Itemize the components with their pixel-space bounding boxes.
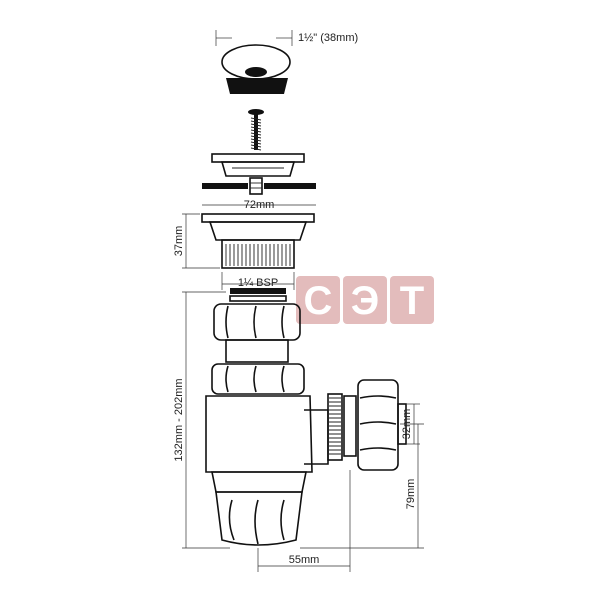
watermark-tile-1 <box>296 276 340 324</box>
plug-knob <box>245 67 267 77</box>
cap-rib-1 <box>228 499 235 541</box>
body-thread-lines <box>225 244 291 266</box>
plug-with-ring <box>221 44 291 94</box>
waste-body <box>201 213 315 269</box>
watermark-tile-3 <box>390 276 434 324</box>
label-thread: 1¼ BSP <box>238 277 278 289</box>
outlet-assembly <box>327 379 407 471</box>
label-top-diameter: 1½" (38mm) <box>298 32 358 44</box>
outlet-nut-rib-2 <box>359 421 397 425</box>
washer-2 <box>229 295 287 302</box>
watermark: С Э Т <box>296 276 434 324</box>
top-nut-rib-2 <box>253 305 257 339</box>
gasket-left <box>202 183 248 189</box>
screw-head <box>248 109 264 115</box>
dimension-lines <box>182 30 424 572</box>
body-cone <box>208 221 308 241</box>
bottle-main <box>205 395 313 473</box>
top-nut-rib-3 <box>281 305 285 339</box>
label-trap-height: 132mm - 202mm <box>173 378 185 461</box>
outlet-thread-lines <box>329 397 341 455</box>
cap-rib-3 <box>280 499 285 541</box>
bottle-lower <box>211 471 307 493</box>
outlet-boss <box>304 409 329 465</box>
dimension-labels: 1½" (38mm) 72mm 37mm 1¼ BSP 132mm - 202m… <box>173 32 417 566</box>
label-body-height: 37mm <box>173 226 185 257</box>
seal-washers <box>229 288 287 302</box>
screw-thread <box>250 117 262 151</box>
watermark-tile-2 <box>343 276 387 324</box>
bottle-nut-rib-3 <box>281 365 285 393</box>
plug-stopper <box>226 78 288 94</box>
screw <box>248 109 264 151</box>
outlet-collar <box>343 395 357 457</box>
watermark-letter-2: Э <box>351 279 379 323</box>
bottle-cap <box>215 491 303 546</box>
top-nut-rib-1 <box>225 305 229 339</box>
bottle-body <box>205 395 329 546</box>
gasket-right <box>264 183 316 189</box>
grate-basket <box>220 161 296 177</box>
washer-1 <box>230 288 286 294</box>
grate-top-flange <box>211 153 305 163</box>
top-nut <box>213 303 301 363</box>
label-flange-width: 72mm <box>244 199 275 211</box>
label-outlet-offset: 55mm <box>289 554 320 566</box>
cap-rib-2 <box>254 499 259 545</box>
outlet-nut <box>357 379 399 471</box>
outlet-nut-rib-1 <box>359 395 397 399</box>
sink-gasket <box>202 177 316 195</box>
bottle-nut-rib-1 <box>225 365 229 393</box>
bottle-nut <box>211 363 305 395</box>
screw-tip <box>249 177 263 195</box>
strainer-grate <box>211 153 305 177</box>
outlet-nut-rib-3 <box>359 447 397 451</box>
watermark-letter-1: С <box>304 279 333 323</box>
label-outlet-height: 79mm <box>405 479 417 510</box>
bottle-nut-rib-2 <box>253 365 257 393</box>
upper-tube <box>225 339 289 363</box>
label-outlet-diameter: 32mm <box>401 409 413 440</box>
outlet-spigot <box>327 393 343 461</box>
body-flange <box>201 213 315 223</box>
body-thread-section <box>221 239 295 269</box>
bottle-nut-outline <box>211 363 305 395</box>
watermark-letter-3: Т <box>400 279 424 323</box>
